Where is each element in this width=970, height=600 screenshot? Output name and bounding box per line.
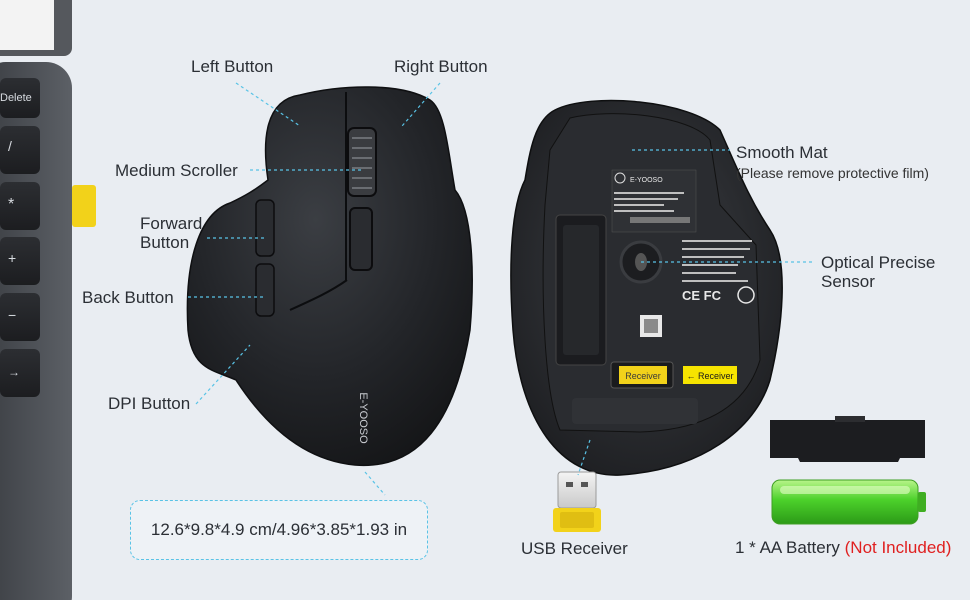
medium-scroller-label: Medium Scroller: [115, 161, 238, 180]
optical-sensor-label-line1: Optical Precise: [821, 253, 936, 272]
leader-lines: [188, 82, 815, 496]
mouse-bottom-view: E-YOOSO CE FC Receiver: [510, 99, 783, 476]
key-plus: +: [8, 250, 17, 266]
battery-text: 1 * AA Battery: [735, 538, 845, 557]
receiver-arrow-label: ← Receiver: [686, 371, 733, 381]
keyboard: [0, 0, 96, 600]
mouse-top-view: E-YOOSO: [186, 86, 473, 467]
dimensions-box: 12.6*9.8*4.9 cm/4.96*3.85*1.93 in: [130, 500, 428, 560]
forward-button-label-line2: Button: [140, 233, 190, 252]
key-arrow: →: [8, 365, 20, 379]
left-button-label: Left Button: [191, 57, 274, 76]
key-minus: −: [8, 307, 17, 323]
dimensions-text: 12.6*9.8*4.9 cm/4.96*3.85*1.93 in: [150, 520, 408, 539]
usb-receiver-label: USB Receiver: [521, 539, 628, 558]
forward-button-label-line1: Forward: [140, 214, 203, 233]
optical-sensor-label-line2: Sensor: [821, 272, 875, 291]
cert-marks: CE FC: [682, 288, 722, 303]
smooth-mat-note: (Please remove protective film): [736, 165, 929, 181]
dpi-button-label: DPI Button: [108, 394, 191, 413]
usb-receiver: [553, 471, 601, 532]
right-button-label: Right Button: [394, 57, 488, 76]
battery-not-included-note: (Not Included): [844, 538, 952, 557]
mouse-brand-text: E-YOOSO: [357, 392, 369, 444]
key-asterisk: *: [8, 196, 15, 213]
key-slash: /: [8, 138, 12, 154]
smooth-mat-label: Smooth Mat: [736, 143, 828, 162]
key-delete: Delete: [0, 92, 32, 104]
receiver-slot-label: Receiver: [625, 371, 661, 381]
battery-label: 1 * AA Battery (Not Included): [735, 538, 951, 557]
back-button-label: Back Button: [82, 288, 174, 307]
battery: [771, 479, 926, 525]
bottom-brand-text: E-YOOSO: [630, 177, 663, 184]
battery-cover: [770, 416, 925, 462]
